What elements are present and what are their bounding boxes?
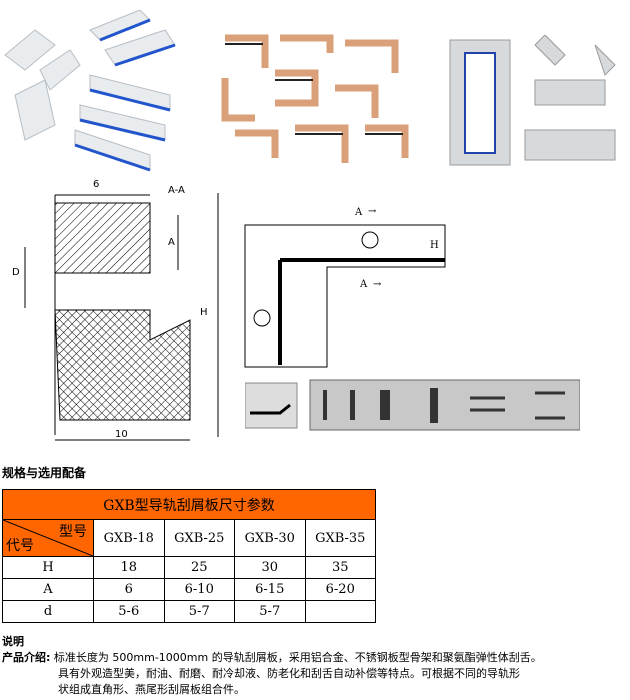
cell: 6-10 (163, 578, 235, 601)
notes-heading: 说明 (2, 635, 24, 648)
model-header: GXB-35 (304, 519, 376, 557)
cell: 25 (163, 556, 235, 579)
dim-h-label: H (200, 307, 208, 318)
product-photo-frames (449, 35, 616, 166)
cell: 30 (234, 556, 306, 579)
intro-line: 具有外观造型美，耐油、耐磨、耐冷却液、防老化和刮舌自动补偿等特点。可根据不同的导… (58, 667, 520, 680)
spec-table: GXB型导轨刮屑板尺寸参数 型号 代号 GXB-18 GXB-25 GXB-30… (2, 489, 376, 623)
corner-code-label: 代号 (6, 538, 34, 554)
profile-photos (245, 379, 580, 431)
notes: 说明 产品介绍: 标准长度为 500mm-1000mm 的导轨刮屑板，采用铝合金… (2, 634, 542, 698)
row-code: d (2, 600, 94, 623)
cell: 5-6 (93, 600, 165, 623)
intro-line: 状组成直角形、燕尾形刮屑板组合件。 (58, 683, 245, 696)
model-header: GXB-25 (163, 519, 235, 557)
section-title: 规格与选用配备 (2, 466, 87, 480)
cell: 5-7 (234, 600, 306, 623)
cell (304, 600, 376, 623)
svg-text:→: → (373, 279, 382, 290)
row-code: H (2, 556, 94, 579)
svg-text:→: → (368, 206, 377, 217)
dim-bottom-label: 10 (115, 429, 128, 440)
cell: 6-20 (304, 578, 376, 601)
product-photo-wipers (4, 10, 176, 172)
corner-header: 型号 代号 (2, 519, 94, 557)
cross-section-drawing: 6 A-A A D H 10 (12, 179, 219, 441)
cell: 6 (93, 578, 165, 601)
corner-model-label: 型号 (59, 524, 87, 540)
intro-label: 产品介绍: (2, 651, 51, 664)
model-header: GXB-30 (234, 519, 306, 557)
arrow-a-top-label: A (354, 207, 363, 218)
cell: 35 (304, 556, 376, 579)
product-photo-copper-parts (221, 34, 409, 163)
cell: 6-15 (234, 578, 306, 601)
corner-assembly-drawing: A → A → H (244, 206, 446, 368)
arrow-a-bottom-label: A (359, 279, 368, 290)
dim-h-right-label: H (430, 240, 439, 251)
cell: 18 (93, 556, 165, 579)
section-label: A-A (168, 185, 185, 196)
dim-d-label: D (12, 267, 20, 278)
cell: 5-7 (163, 600, 235, 623)
intro-line: 标准长度为 500mm-1000mm 的导轨刮屑板，采用铝合金、不锈钢板型骨架和… (53, 651, 542, 664)
dim-width-label: 6 (93, 179, 99, 190)
row-code: A (2, 578, 94, 601)
dim-a-label: A (168, 237, 175, 248)
model-header: GXB-18 (93, 519, 165, 557)
table-title: GXB型导轨刮屑板尺寸参数 (2, 489, 376, 520)
